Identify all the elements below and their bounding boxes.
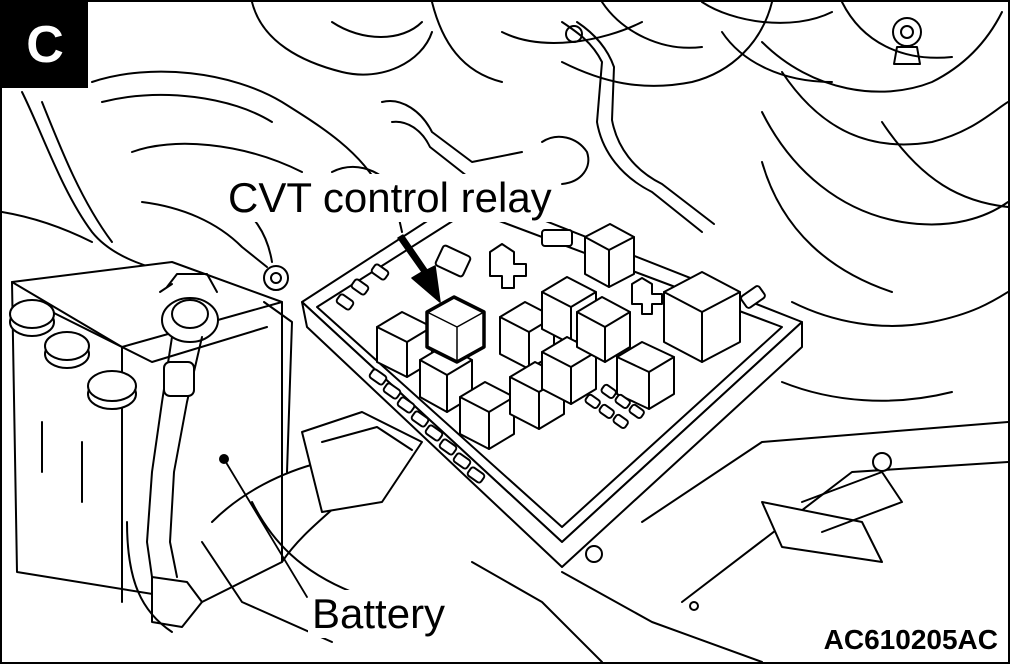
battery-body xyxy=(9,261,283,603)
callout-leaders xyxy=(219,234,441,598)
battery-cable xyxy=(126,273,219,633)
engine-bay-outlines xyxy=(2,2,1008,402)
cvt-control-relay-label: CVT control relay xyxy=(224,174,556,222)
wiring-harness xyxy=(201,265,423,643)
battery-label: Battery xyxy=(308,590,450,638)
view-letter-badge: C xyxy=(2,2,88,88)
cvt-control-relay-highlight xyxy=(425,295,486,364)
battery-leader-line xyxy=(223,458,308,598)
fuse-slots xyxy=(335,229,766,484)
relay-modules xyxy=(376,223,741,450)
figure-code: AC610205AC xyxy=(823,624,998,656)
right-side-components xyxy=(471,421,1008,662)
battery-leader-dot xyxy=(219,454,229,464)
relay-arrow xyxy=(397,234,441,303)
